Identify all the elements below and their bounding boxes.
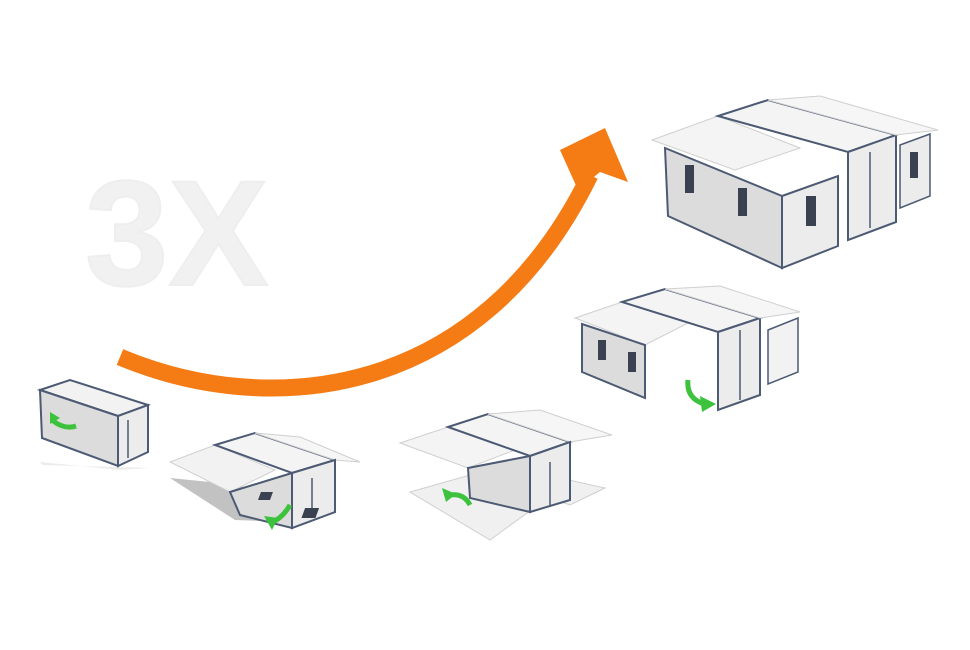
- fold-arrow-icon: [685, 379, 716, 412]
- curved-arrow-icon: [116, 128, 628, 397]
- step-walls-unfolding: [573, 285, 801, 412]
- step-expanded-house: [650, 95, 939, 270]
- watermark-text: 3X: [85, 149, 268, 317]
- fold-arrow-icon: [50, 412, 77, 430]
- fold-arrow-icon: [442, 488, 473, 507]
- step-folded-container: [36, 378, 152, 470]
- step-floor-unfolding: [258, 409, 613, 541]
- fold-arrow-icon: [264, 503, 293, 530]
- step-roof-unfolding: [168, 431, 361, 530]
